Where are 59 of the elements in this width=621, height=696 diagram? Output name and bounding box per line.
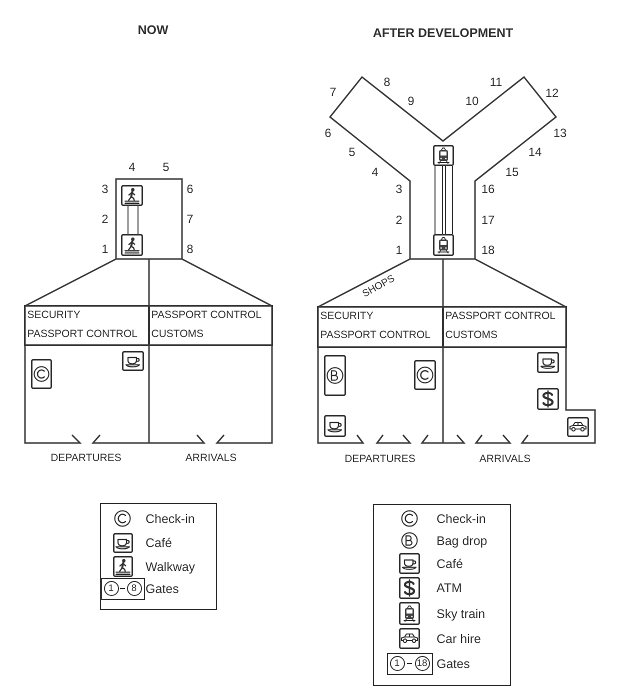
zone-label: PASSPORT CONTROL: [445, 310, 556, 324]
legend-label: Café: [146, 536, 172, 549]
gate-number: 2: [396, 214, 402, 226]
gate-number: 3: [396, 183, 402, 195]
gate-number: 15: [505, 166, 519, 178]
legend-label: Car hire: [436, 632, 481, 645]
legend-label: Sky train: [436, 607, 486, 620]
gate-number: 8: [384, 76, 390, 88]
gate-number: 6: [186, 183, 194, 195]
legend-label: Check-in: [436, 512, 486, 525]
gate-number: 8: [186, 243, 194, 255]
circled-number: 8: [126, 581, 142, 596]
gate-number: 7: [330, 86, 336, 98]
entrance-label: DEPARTURES: [50, 452, 122, 464]
gate-number: 5: [162, 161, 170, 173]
gate-number: 4: [128, 161, 136, 173]
gate-number: 12: [545, 87, 559, 99]
gate-number: 5: [348, 146, 356, 158]
zone-label: PASSPORT CONTROL: [320, 329, 431, 342]
legend-label: Bag drop: [436, 534, 488, 547]
circled-number: 1: [104, 581, 118, 596]
gate-number: 16: [481, 183, 495, 195]
legend-label: Check-in: [146, 512, 195, 525]
gate-number: 3: [102, 183, 108, 195]
legend-label: ATM: [436, 581, 462, 594]
circled-number: 18: [414, 656, 430, 671]
checkpoint-zone: [148, 305, 273, 346]
gate-number: 6: [324, 127, 332, 139]
circled-number: 1: [390, 656, 404, 671]
legend-label: Gates: [146, 582, 179, 595]
zone-label: PASSPORT CONTROL: [151, 309, 262, 322]
panel-heading: AFTER DEVELOPMENT: [372, 26, 514, 40]
gate-number: 1: [396, 244, 402, 256]
gate-number: 10: [465, 95, 479, 107]
zone-label: CUSTOMS: [445, 329, 498, 342]
panel-heading: NOW: [138, 24, 168, 36]
checkpoint-zone: [317, 306, 444, 348]
gate-number: 4: [372, 166, 378, 178]
gate-number: 2: [102, 213, 108, 225]
entrance-label: ARRIVALS: [185, 452, 237, 464]
gate-number: 1: [102, 243, 108, 255]
gate-number: 13: [553, 127, 567, 139]
entrance-label: DEPARTURES: [344, 454, 416, 464]
gate-number: 17: [481, 214, 495, 226]
legend-label: Café: [436, 557, 463, 570]
gate-number: 9: [408, 95, 414, 107]
legend-label: Gates: [436, 657, 470, 670]
entrance-label: ARRIVALS: [479, 454, 531, 464]
zone-label: SECURITY: [320, 310, 374, 324]
gate-number: 11: [490, 76, 502, 88]
zone-label: CUSTOMS: [151, 328, 204, 342]
gate-number: 18: [481, 244, 495, 256]
checkpoint-zone: [24, 305, 150, 346]
gate-number: 14: [528, 146, 542, 158]
gate-number: 7: [186, 213, 194, 225]
zone-label: SECURITY: [27, 309, 80, 322]
zone-label: PASSPORT CONTROL: [27, 328, 138, 342]
legend-label: Walkway: [146, 560, 196, 573]
checkpoint-zone: [442, 306, 567, 348]
